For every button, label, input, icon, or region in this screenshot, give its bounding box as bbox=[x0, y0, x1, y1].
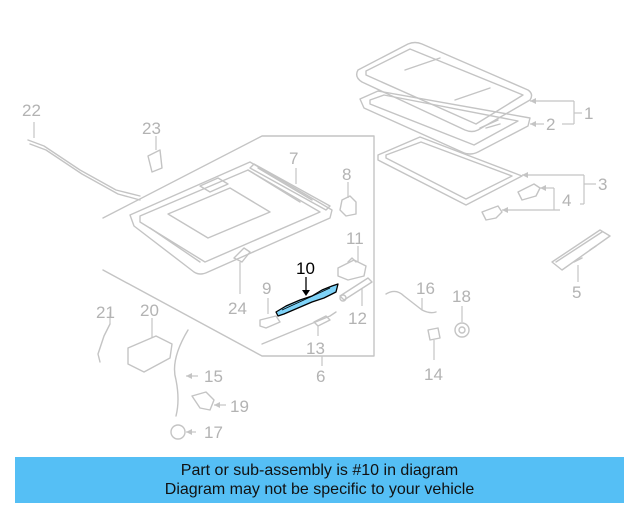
callout-24: 24 bbox=[228, 299, 247, 318]
callout-12: 12 bbox=[348, 309, 367, 328]
highlighted-part-10 bbox=[275, 277, 339, 317]
callout-11: 11 bbox=[346, 229, 364, 248]
callout-4: 4 bbox=[562, 191, 571, 210]
sunroof-frame bbox=[129, 161, 333, 275]
hose-16 bbox=[385, 290, 437, 314]
banner-line-1: Part or sub-assembly is #10 in diagram bbox=[180, 462, 459, 479]
info-banner: Part or sub-assembly is #10 in diagram D… bbox=[15, 457, 624, 503]
callout-1: 1 bbox=[584, 104, 593, 123]
sunroof-housing-box bbox=[102, 135, 375, 357]
callout-9: 9 bbox=[262, 279, 271, 298]
deflector-frame bbox=[377, 136, 523, 206]
drain-tube-15 bbox=[173, 329, 198, 417]
drive-cable bbox=[261, 311, 337, 345]
callout-3: 3 bbox=[598, 175, 607, 194]
callout-15: 15 bbox=[204, 367, 223, 386]
drip-molding-22 bbox=[27, 122, 141, 201]
callout-6: 6 bbox=[316, 367, 325, 386]
rail-12 bbox=[339, 277, 373, 302]
clip-8 bbox=[339, 195, 357, 217]
callout-22: 22 bbox=[22, 101, 41, 120]
grommet-17 bbox=[170, 424, 196, 440]
grommet-18 bbox=[454, 322, 470, 338]
banner-line-2: Diagram may not be specific to your vehi… bbox=[164, 481, 475, 498]
bracket-set bbox=[481, 183, 541, 221]
callout-17: 17 bbox=[204, 423, 223, 442]
clip-19 bbox=[191, 391, 226, 411]
callout-21: 21 bbox=[96, 303, 115, 322]
module-20 bbox=[127, 335, 173, 373]
callout-13: 13 bbox=[306, 339, 325, 358]
motor-bracket bbox=[337, 257, 367, 281]
callout-7: 7 bbox=[289, 149, 298, 168]
shoe-9 bbox=[259, 315, 281, 329]
bracket-23 bbox=[147, 149, 163, 173]
glass-seal bbox=[359, 90, 531, 155]
callout-5: 5 bbox=[572, 283, 581, 302]
front-rail bbox=[249, 163, 331, 211]
callout-10: 10 bbox=[296, 259, 315, 278]
callout-14: 14 bbox=[424, 365, 443, 384]
callout-2: 2 bbox=[546, 115, 555, 134]
callout-16: 16 bbox=[416, 279, 435, 298]
plug-14 bbox=[427, 327, 441, 341]
callout-8: 8 bbox=[342, 165, 351, 184]
leader-arrowheads bbox=[186, 98, 546, 435]
sunroof-glass-panel bbox=[355, 41, 533, 133]
callout-23: 23 bbox=[142, 119, 161, 138]
drain-hose-21 bbox=[97, 323, 111, 363]
callout-19: 19 bbox=[230, 397, 249, 416]
side-guide-rail bbox=[551, 229, 611, 271]
callout-20: 20 bbox=[140, 301, 159, 320]
leader-lines bbox=[109, 100, 596, 366]
bracket-24 bbox=[233, 247, 251, 263]
callout-labels: 1 2 3 4 5 6 7 8 9 10 11 12 13 14 15 16 1… bbox=[22, 101, 607, 442]
callout-18: 18 bbox=[452, 287, 471, 306]
